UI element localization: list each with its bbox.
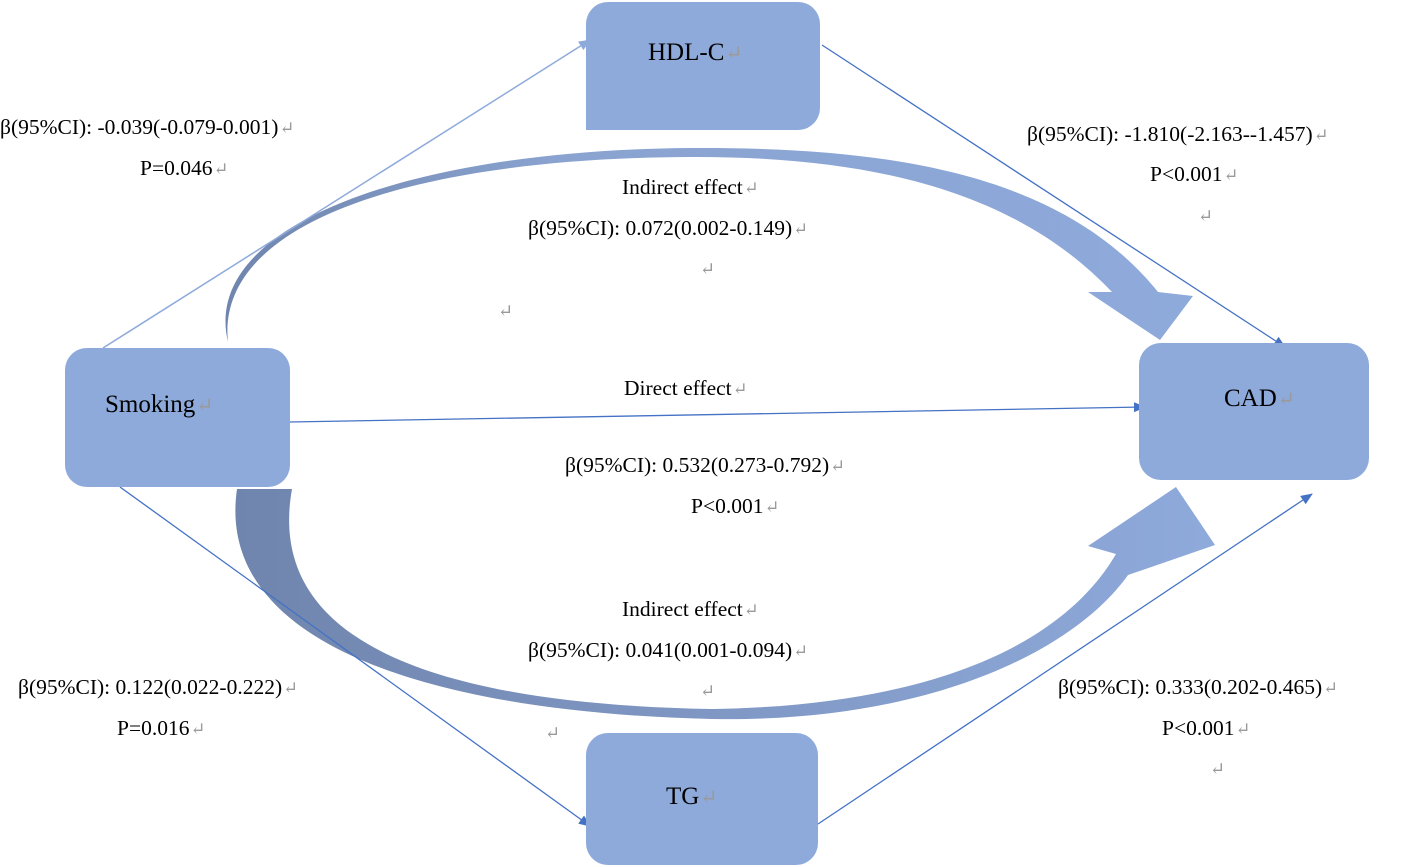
smoking-hdl-p: P=0.046↵: [140, 156, 229, 180]
paragraph-mark: ↵: [190, 719, 206, 739]
indirect-tg-beta: β(95%CI): 0.041(0.001-0.094)↵: [528, 638, 808, 662]
hdl-cad-p-text: P<0.001: [1150, 162, 1223, 186]
indirect-tg-beta-text: β(95%CI): 0.041(0.001-0.094): [528, 638, 793, 662]
paragraph-mark: ↵: [1223, 165, 1239, 185]
smoking-hdl-p-text: P=0.046: [140, 156, 213, 180]
indirect-tg-label: Indirect effect↵: [622, 597, 759, 621]
paragraph-mark: ↵: [213, 159, 229, 179]
paragraph-mark: ↵: [700, 259, 716, 279]
indirect-hdl-label: Indirect effect↵: [622, 175, 759, 199]
hdl-c-text: HDL-C: [648, 39, 725, 66]
smoking-to-tg-line: [119, 486, 591, 827]
tg-node: TG↵: [586, 733, 818, 865]
hdl-cad-beta-text: β(95%CI): -1.810(-2.163--1.457): [1027, 122, 1313, 146]
direct-effect-beta: β(95%CI): 0.532(0.273-0.792)↵: [565, 453, 845, 477]
cad-node: CAD↵: [1139, 343, 1369, 480]
direct-effect-beta-text: β(95%CI): 0.532(0.273-0.792): [565, 453, 830, 477]
paragraph-mark: ↵: [498, 301, 514, 321]
paragraph-mark: ↵: [732, 379, 748, 399]
cad-text: CAD: [1224, 385, 1277, 412]
paragraph-mark: ↵: [793, 219, 808, 239]
paragraph-mark: ↵: [743, 178, 759, 198]
paragraph-mark: ↵: [1235, 719, 1251, 739]
tg-cad-p-text: P<0.001: [1162, 716, 1235, 740]
paragraph-mark: ↵: [279, 118, 295, 138]
smoking-text: Smoking: [105, 391, 196, 418]
smoking-tg-beta-text: β(95%CI): 0.122(0.022-0.222): [18, 675, 283, 699]
paragraph-mark: ↵: [1323, 678, 1338, 698]
smoking-tg-p: P=0.016↵: [117, 716, 206, 740]
hdl-c-node: HDL-C↵: [586, 2, 820, 130]
paragraph-mark: ↵: [725, 43, 743, 65]
smoking-to-hdl-line: [102, 39, 591, 349]
smoking-hdl-beta-text: β(95%CI): -0.039(-0.079-0.001): [0, 115, 279, 139]
paragraph-mark: ↵: [283, 678, 298, 698]
paragraph-mark: ↵: [793, 641, 808, 661]
hdl-cad-p: P<0.001↵: [1150, 162, 1239, 186]
paragraph-mark: ↵: [1313, 125, 1329, 145]
direct-effect-label-text: Direct effect: [624, 376, 732, 400]
indirect-hdl-label-text: Indirect effect: [622, 175, 743, 199]
tg-cad-p: P<0.001↵: [1162, 716, 1251, 740]
paragraph-mark: ↵: [1198, 206, 1214, 226]
smoking-tg-beta: β(95%CI): 0.122(0.022-0.222)↵: [18, 675, 298, 699]
indirect-hdl-beta-text: β(95%CI): 0.072(0.002-0.149): [528, 216, 793, 240]
hdl-c-label: HDL-C↵: [648, 39, 743, 67]
paragraph-mark: ↵: [196, 395, 214, 417]
indirect-tg-label-text: Indirect effect: [622, 597, 743, 621]
paragraph-mark: ↵: [830, 456, 845, 476]
smoking-tg-p-text: P=0.016: [117, 716, 190, 740]
direct-effect-label: Direct effect↵: [624, 376, 748, 400]
tg-cad-beta-text: β(95%CI): 0.333(0.202-0.465): [1058, 675, 1323, 699]
paragraph-mark: ↵: [545, 723, 561, 743]
direct-effect-p: P<0.001↵: [691, 494, 780, 518]
smoking-label: Smoking↵: [105, 391, 213, 419]
tg-cad-beta: β(95%CI): 0.333(0.202-0.465)↵: [1058, 675, 1338, 699]
tg-to-cad-line: [817, 493, 1313, 825]
paragraph-mark: ↵: [700, 681, 716, 701]
direct-effect-p-text: P<0.001: [691, 494, 764, 518]
hdl-to-cad-line: [821, 44, 1286, 348]
smoking-hdl-beta: β(95%CI): -0.039(-0.079-0.001)↵: [0, 115, 295, 139]
indirect-hdl-beta: β(95%CI): 0.072(0.002-0.149)↵: [528, 216, 808, 240]
paragraph-mark: ↵: [764, 497, 780, 517]
smoking-node: Smoking↵: [65, 348, 290, 487]
hdl-cad-beta: β(95%CI): -1.810(-2.163--1.457)↵: [1027, 122, 1329, 146]
paragraph-mark: ↵: [1277, 389, 1295, 411]
tg-text: TG: [666, 783, 700, 810]
paragraph-mark: ↵: [700, 787, 718, 809]
paragraph-mark: ↵: [743, 600, 759, 620]
cad-label: CAD↵: [1224, 385, 1295, 413]
tg-label: TG↵: [666, 783, 718, 811]
direct-effect-line: [289, 402, 1146, 423]
paragraph-mark: ↵: [1210, 759, 1226, 779]
